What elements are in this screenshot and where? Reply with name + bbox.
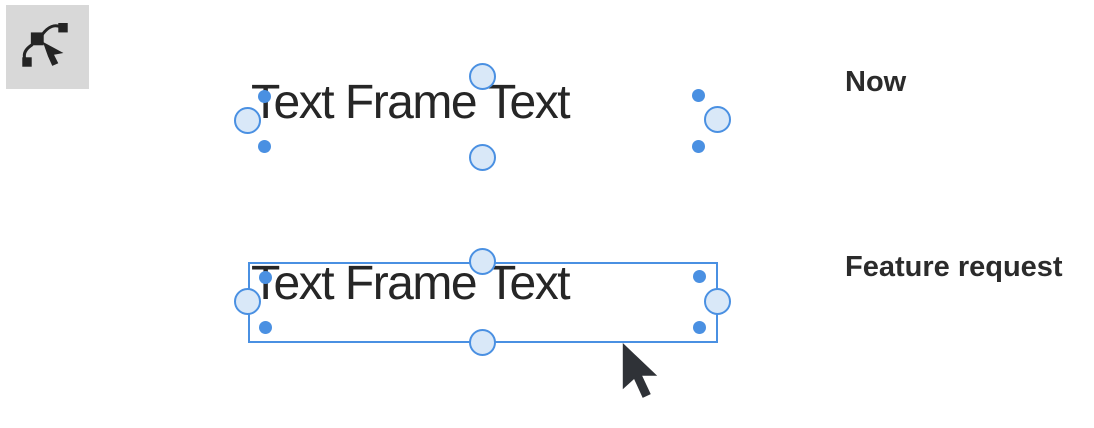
arrow-cursor-icon xyxy=(622,343,658,398)
resize-handle-left[interactable] xyxy=(234,107,261,134)
bezier-node-tool-icon xyxy=(21,23,68,67)
text-frame-selection-now: Text Frame Text xyxy=(234,63,731,171)
resize-handle-bottom[interactable] xyxy=(469,329,496,356)
node-tool-button[interactable] xyxy=(6,5,89,89)
text-frame-content[interactable]: Text Frame Text xyxy=(251,257,571,310)
corner-dot-bottom-left[interactable] xyxy=(259,321,272,334)
corner-dot-top-right[interactable] xyxy=(692,89,705,102)
corner-dot-bottom-right[interactable] xyxy=(693,321,706,334)
corner-dot-top-left[interactable] xyxy=(259,271,272,284)
resize-handle-top[interactable] xyxy=(469,63,496,90)
corner-dot-bottom-right[interactable] xyxy=(692,140,705,153)
now-label: Now xyxy=(845,66,907,98)
resize-handle-bottom[interactable] xyxy=(469,144,496,171)
resize-handle-top[interactable] xyxy=(469,248,496,275)
resize-handle-right[interactable] xyxy=(704,288,731,315)
feature-request-label: Feature request xyxy=(845,251,1063,283)
corner-dot-bottom-left[interactable] xyxy=(258,140,271,153)
corner-dot-top-right[interactable] xyxy=(693,270,706,283)
resize-handle-left[interactable] xyxy=(234,288,261,315)
corner-dot-top-left[interactable] xyxy=(258,90,271,103)
text-frame-selection-feature: Text Frame Text xyxy=(234,248,731,356)
resize-handle-right[interactable] xyxy=(704,106,731,133)
text-frame-content[interactable]: Text Frame Text xyxy=(251,76,571,129)
